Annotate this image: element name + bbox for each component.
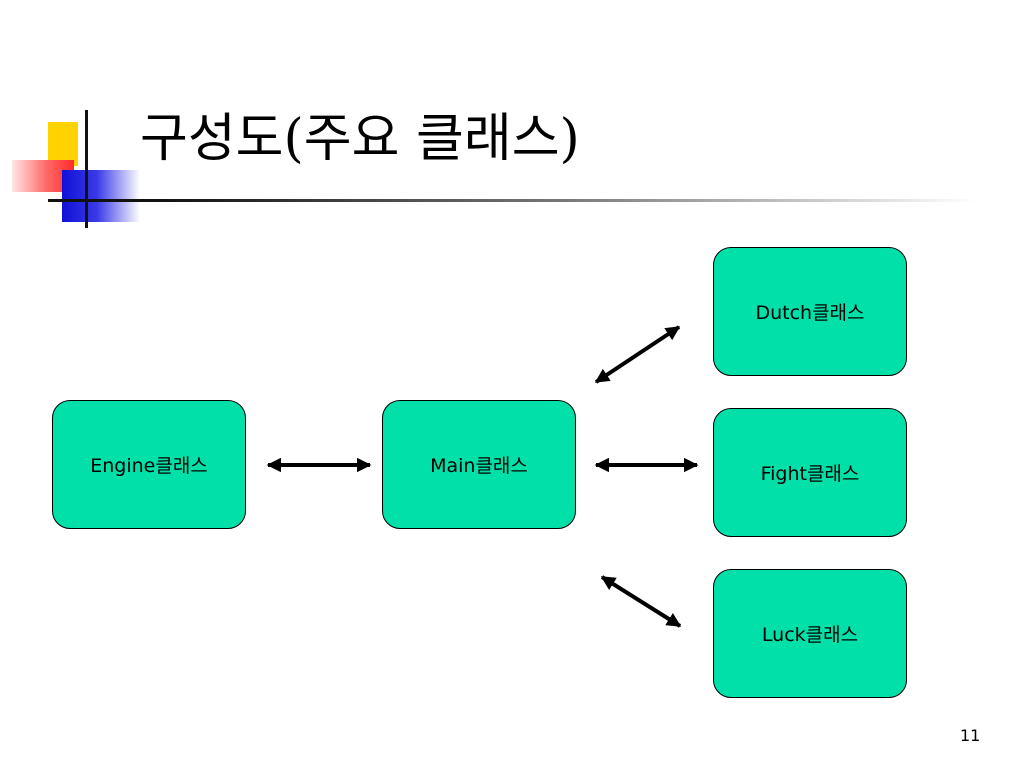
- fight-class-box: Fight클래스: [713, 408, 907, 537]
- engine-class-box: Engine클래스: [52, 400, 246, 529]
- engine-class-label: Engine클래스: [90, 455, 208, 477]
- decor-vertical-line: [85, 110, 88, 228]
- arrow-main-luck: [600, 575, 682, 628]
- title-underline: [48, 199, 978, 202]
- dutch-class-label: Dutch클래스: [755, 302, 865, 324]
- main-class-box: Main클래스: [382, 400, 576, 529]
- arrow-main-dutch: [594, 325, 681, 384]
- fight-class-label: Fight클래스: [760, 463, 860, 485]
- main-class-label: Main클래스: [430, 455, 528, 477]
- luck-class-box: Luck클래스: [713, 569, 907, 698]
- slide-title: 구성도(주요 클래스): [140, 109, 580, 169]
- decor-blue-square: [62, 170, 140, 222]
- luck-class-label: Luck클래스: [761, 624, 859, 646]
- decor-yellow-square: [48, 122, 78, 166]
- page-number: 11: [960, 726, 981, 745]
- dutch-class-box: Dutch클래스: [713, 247, 907, 376]
